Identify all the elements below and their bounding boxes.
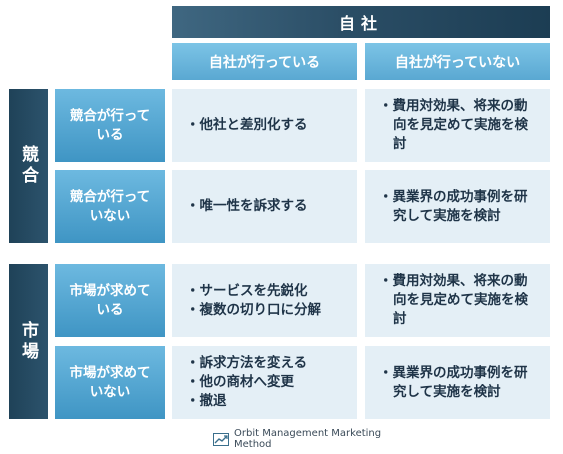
cell-item: 他の商材へ変更 — [186, 373, 307, 392]
cell-item: 他社と差別化する — [186, 116, 308, 135]
line-chart-icon — [213, 432, 229, 446]
cell-list: 費用対効果、将来の動向を見定めて実施を検討 — [379, 272, 536, 329]
cell-item: サービスを先鋭化 — [186, 282, 321, 301]
footer-credit: Orbit Management Marketing Method — [213, 428, 413, 450]
cell-item: 複数の切り口に分解 — [186, 301, 322, 320]
matrix-cell: 唯一性を訴求する — [172, 170, 357, 243]
row-label-competitor-doing: 競合が行っている — [55, 89, 165, 162]
matrix-cell: 訴求方法を変える 他の商材へ変更 撤退 — [172, 346, 357, 419]
cell-item: 撤退 — [186, 392, 307, 411]
matrix-cell: 他社と差別化する — [172, 89, 357, 162]
column-header-doing-label: 自社が行っている — [208, 54, 321, 71]
group-label-competitors: 競合 — [9, 89, 48, 243]
column-header-not-doing: 自社が行っていない — [365, 43, 550, 80]
cell-list: 異業界の成功事例を研究して実施を検討 — [379, 188, 536, 226]
column-header-doing: 自社が行っている — [172, 43, 357, 80]
footer-text: Orbit Management Marketing Method — [234, 428, 382, 450]
row-label-text: 競合が行っていない — [69, 188, 151, 224]
company-header-label: 自社 — [338, 14, 383, 33]
matrix-cell: サービスを先鋭化 複数の切り口に分解 — [172, 264, 357, 337]
cell-item: 訴求方法を変える — [186, 354, 308, 373]
cell-list: 訴求方法を変える 他の商材へ変更 撤退 — [186, 354, 308, 411]
cell-list: 異業界の成功事例を研究して実施を検討 — [379, 364, 536, 402]
cell-list: 唯一性を訴求する — [186, 197, 308, 216]
row-label-market-not-wants: 市場が求めていない — [55, 346, 165, 419]
matrix-cell: 異業界の成功事例を研究して実施を検討 — [365, 170, 550, 243]
cell-list: 他社と差別化する — [186, 116, 308, 135]
cell-item: 異業界の成功事例を研究して実施を検討 — [379, 188, 536, 226]
matrix-cell: 費用対効果、将来の動向を見定めて実施を検討 — [365, 264, 550, 337]
cell-item: 異業界の成功事例を研究して実施を検討 — [379, 364, 536, 402]
group-label-market: 市場 — [9, 264, 48, 419]
cell-item: 費用対効果、将来の動向を見定めて実施を検討 — [379, 272, 536, 329]
column-header-not-doing-label: 自社が行っていない — [394, 54, 521, 71]
group-label-market-text: 市場 — [18, 320, 38, 363]
row-label-text: 市場が求めている — [69, 282, 151, 318]
group-label-competitors-text: 競合 — [18, 145, 38, 187]
row-label-market-wants: 市場が求めている — [55, 264, 165, 337]
row-label-text: 競合が行っている — [69, 107, 151, 143]
row-label-text: 市場が求めていない — [69, 364, 151, 400]
matrix-cell: 異業界の成功事例を研究して実施を検討 — [365, 346, 550, 419]
matrix-cell: 費用対効果、将来の動向を見定めて実施を検討 — [365, 89, 550, 162]
cell-item: 唯一性を訴求する — [186, 197, 308, 216]
company-header: 自社 — [172, 6, 550, 38]
cell-item: 費用対効果、将来の動向を見定めて実施を検討 — [379, 97, 536, 154]
cell-list: 費用対効果、将来の動向を見定めて実施を検討 — [379, 97, 536, 154]
row-label-competitor-not-doing: 競合が行っていない — [55, 170, 165, 243]
cell-list: サービスを先鋭化 複数の切り口に分解 — [186, 282, 322, 320]
